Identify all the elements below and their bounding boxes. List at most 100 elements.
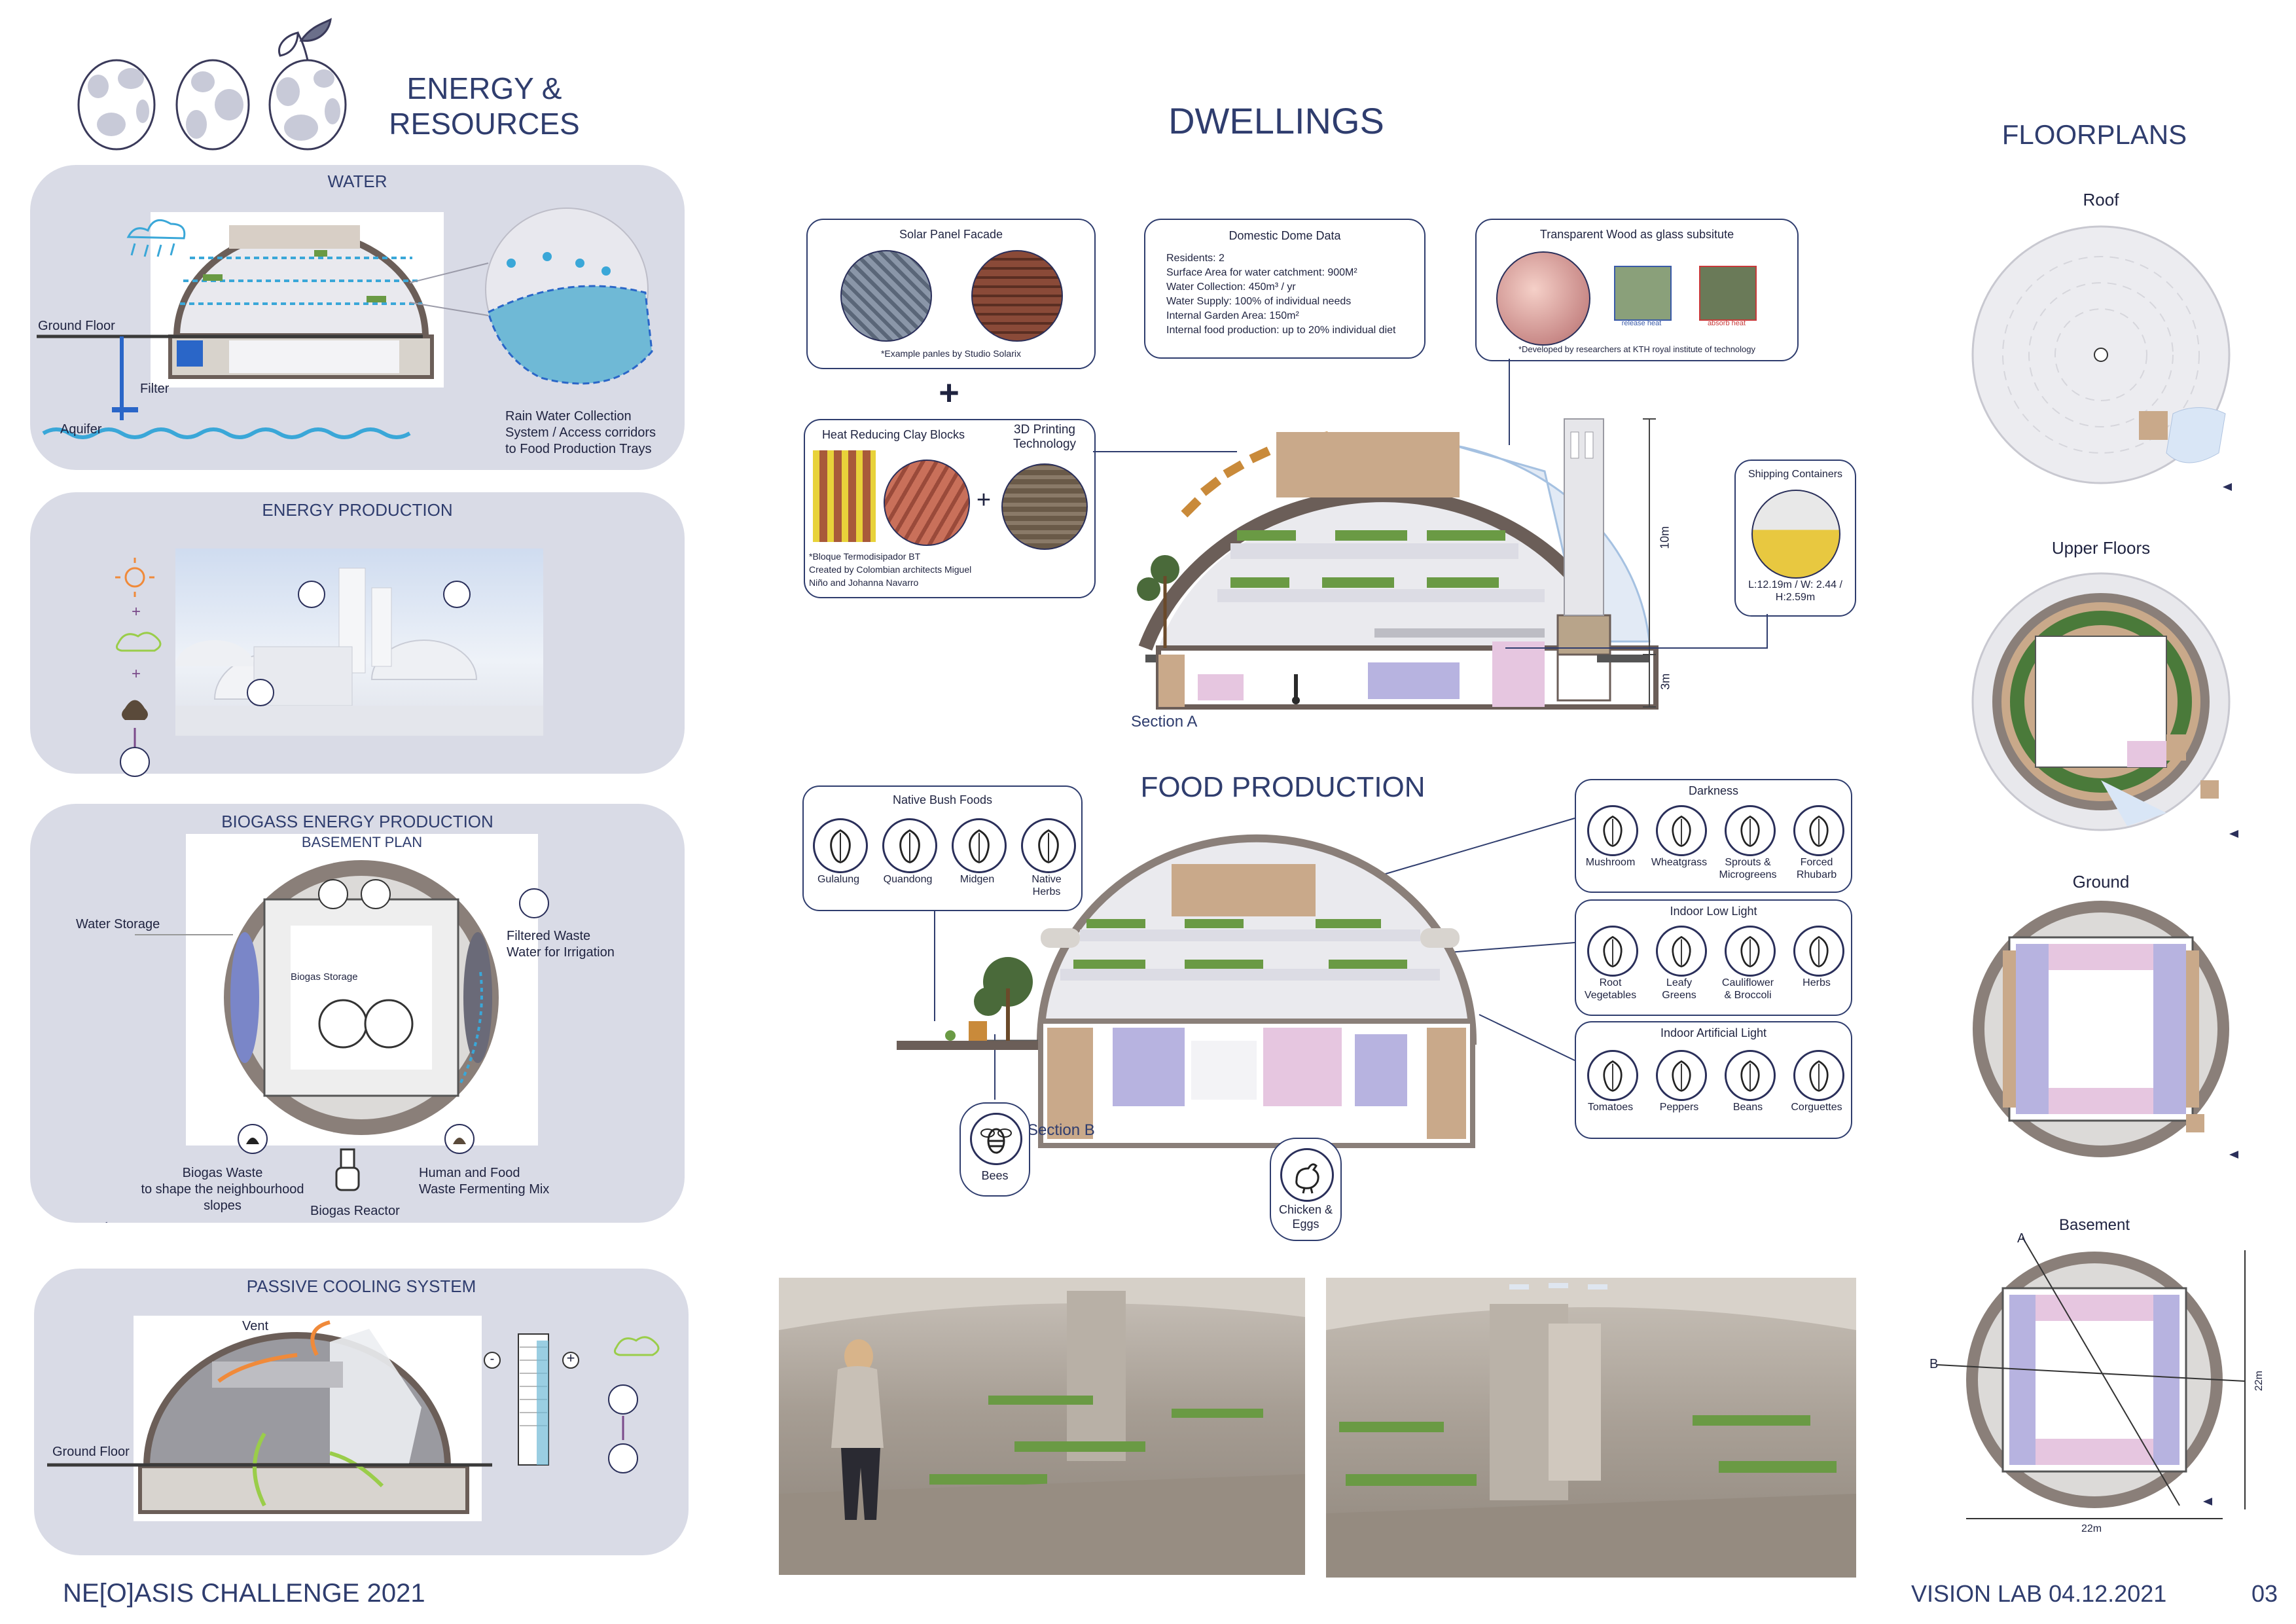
biogas-waste-label: Biogas Waste to shape the neighbourhood … — [141, 1166, 304, 1213]
shipping-containers-box: Shipping Containers L:12.19m / W: 2.44 /… — [1734, 460, 1856, 617]
solar-panel-image-2 — [971, 250, 1063, 342]
roof-label: Roof — [2083, 190, 2119, 209]
dome-data-line: Residents: 2 — [1166, 253, 1225, 264]
solar-panel-title: Solar Panel Facade — [899, 228, 1003, 241]
dome-data-line: Water Supply: 100% of individual needs — [1166, 296, 1352, 307]
aquifer-label: Aquifer — [60, 422, 102, 437]
upper-floors-plan — [1970, 564, 2245, 852]
clay-note-1: *Bloque Termodisipador BT — [809, 551, 921, 562]
basement-dim-a: A — [2017, 1231, 2026, 1246]
footer-page: 03 — [2251, 1580, 2278, 1607]
bees-label: Bees — [981, 1169, 1009, 1182]
egg-logo-group — [72, 13, 360, 151]
bush-food-label: Native Herbs — [1031, 874, 1062, 898]
ground-plan — [1970, 898, 2245, 1180]
basement-dim-22-horizontal: 22m — [2081, 1523, 2102, 1534]
floorplans-title: FLOORPLANS — [2001, 119, 2187, 150]
cooling-section-render — [134, 1316, 482, 1521]
upper-floors-label: Upper Floors — [2051, 538, 2151, 558]
section-a-drawing: 10m 3m Section A — [1086, 393, 1741, 733]
transparent-wood-note: *Developed by researchers at KTH royal i… — [1518, 344, 1756, 354]
interior-render-1 — [779, 1278, 1305, 1575]
solar-panel-note: *Example panles by Studio Solarix — [880, 348, 1021, 359]
low-light-item-label: Root Vegetables — [1584, 977, 1637, 1001]
bee-icon — [970, 1113, 1022, 1165]
low-light-item-label: Herbs — [1803, 977, 1831, 988]
clay-note-3: Niño and Johanna Navarro — [809, 577, 919, 588]
low-light-title: Indoor Low Light — [1670, 905, 1757, 918]
solar-panel-image-1 — [840, 250, 932, 342]
basement-label: Basement — [2058, 1216, 2130, 1234]
section-a-height-bottom: 3m — [1659, 673, 1672, 690]
bush-food-icon — [813, 818, 868, 873]
bush-food-icon — [1021, 818, 1076, 873]
section-a-label: Section A — [1131, 713, 1198, 731]
dome-data-box: Domestic Dome Data Residents: 2 Surface A… — [1144, 219, 1426, 359]
bush-food-label: Gulalung — [817, 874, 860, 885]
cooling-ground-floor-label: Ground Floor — [52, 1445, 130, 1459]
plus-sign: + — [939, 373, 960, 412]
filtered-waste-label: Filtered Waste Water for Irrigation — [507, 929, 615, 960]
cooling-overlay — [47, 1333, 660, 1473]
biogas-panel: BIOGASS ENERGY PRODUCTION BASEMENT PLAN … — [30, 804, 685, 1223]
darkness-item-label: Mushroom — [1585, 857, 1636, 868]
artificial-light-item-icon — [1655, 1050, 1707, 1101]
footer-lab: VISION LAB 04.12.2021 — [1911, 1580, 2167, 1607]
energy-legend-icons: + + — [115, 558, 162, 777]
transparent-wood-title: Transparent Wood as glass subsitute — [1539, 228, 1734, 241]
absorb-heat-label: absorb heat — [1707, 319, 1746, 327]
transparent-wood-image — [1496, 251, 1590, 346]
bush-food-icon — [952, 818, 1007, 873]
basement-plan-subtitle: BASEMENT PLAN — [301, 834, 423, 850]
cooling-panel: PASSIVE COOLING SYSTEM - + Vent Ground F… — [34, 1269, 689, 1555]
water-panel: WATER Ground Floor Filter Aquifer Rain W… — [30, 165, 685, 470]
dome-data-line: Surface Area for water catchment: 900M² — [1166, 267, 1357, 278]
release-heat-image — [1614, 266, 1672, 321]
bush-food-icon — [882, 818, 937, 873]
darkness-item-label: Forced Rhubarb — [1796, 857, 1837, 881]
filter-label: Filter — [140, 382, 170, 396]
energy-production-title: ENERGY PRODUCTION — [262, 500, 453, 520]
cooling-plus-label: + — [566, 1350, 575, 1366]
clay-blocks-box: Heat Reducing Clay Blocks + 3D Printing … — [804, 419, 1096, 598]
energy-resources-title: ENERGY & RESOURCES — [389, 71, 580, 141]
energy-production-panel: ENERGY PRODUCTION + + — [30, 492, 685, 777]
dwellings-title: DWELLINGS — [1168, 100, 1384, 141]
food-production-title: FOOD PRODUCTION — [1140, 771, 1426, 803]
dome-data-line: Internal food production: up to 20% indi… — [1166, 325, 1396, 336]
artificial-light-item-icon — [1793, 1050, 1844, 1101]
energy-render — [175, 549, 543, 736]
darkness-title: Darkness — [1688, 784, 1739, 797]
dome-data-title: Domestic Dome Data — [1229, 229, 1341, 242]
dome-data-line: Internal Garden Area: 150m² — [1166, 310, 1299, 321]
section-b-label: Section B — [1028, 1121, 1095, 1139]
shipping-container-image — [1751, 490, 1840, 579]
bush-foods-title: Native Bush Foods — [892, 793, 993, 806]
section-a-height-top: 10m — [1658, 526, 1672, 549]
3d-printing-image — [1001, 463, 1088, 550]
artificial-light-item-label: Beans — [1732, 1102, 1763, 1113]
chicken-label: Chicken & Eggs — [1278, 1203, 1333, 1231]
darkness-item-label: Sprouts & Microgreens — [1719, 857, 1777, 881]
dome-data-lines: Residents: 2 Surface Area for water catch… — [1166, 251, 1395, 338]
3d-printing-label: 3D Printing Technology — [1013, 423, 1077, 451]
darkness-box: Darkness Mushroom Wheatgrass Sprouts & Mic… — [1575, 779, 1852, 893]
artificial-light-item-label: Corguettes — [1791, 1102, 1842, 1113]
clay-blocks-title: Heat Reducing Clay Blocks — [821, 428, 965, 441]
bush-food-label: Quandong — [883, 874, 933, 885]
clay-block-image-2 — [884, 460, 970, 546]
rain-collection-note: Rain Water Collection System / Access co… — [505, 409, 656, 456]
interior-render-2 — [1326, 1278, 1856, 1578]
low-light-item-icon — [1724, 926, 1776, 977]
human-food-waste-label: Human and Food Waste Fermenting Mix — [419, 1166, 550, 1197]
clay-block-image-1 — [813, 450, 876, 542]
artificial-light-item-icon — [1587, 1050, 1638, 1101]
darkness-item-label: Wheatgrass — [1651, 857, 1708, 868]
biogas-storage-label: Biogas Storage — [291, 971, 358, 983]
vent-label: Vent — [242, 1319, 269, 1333]
